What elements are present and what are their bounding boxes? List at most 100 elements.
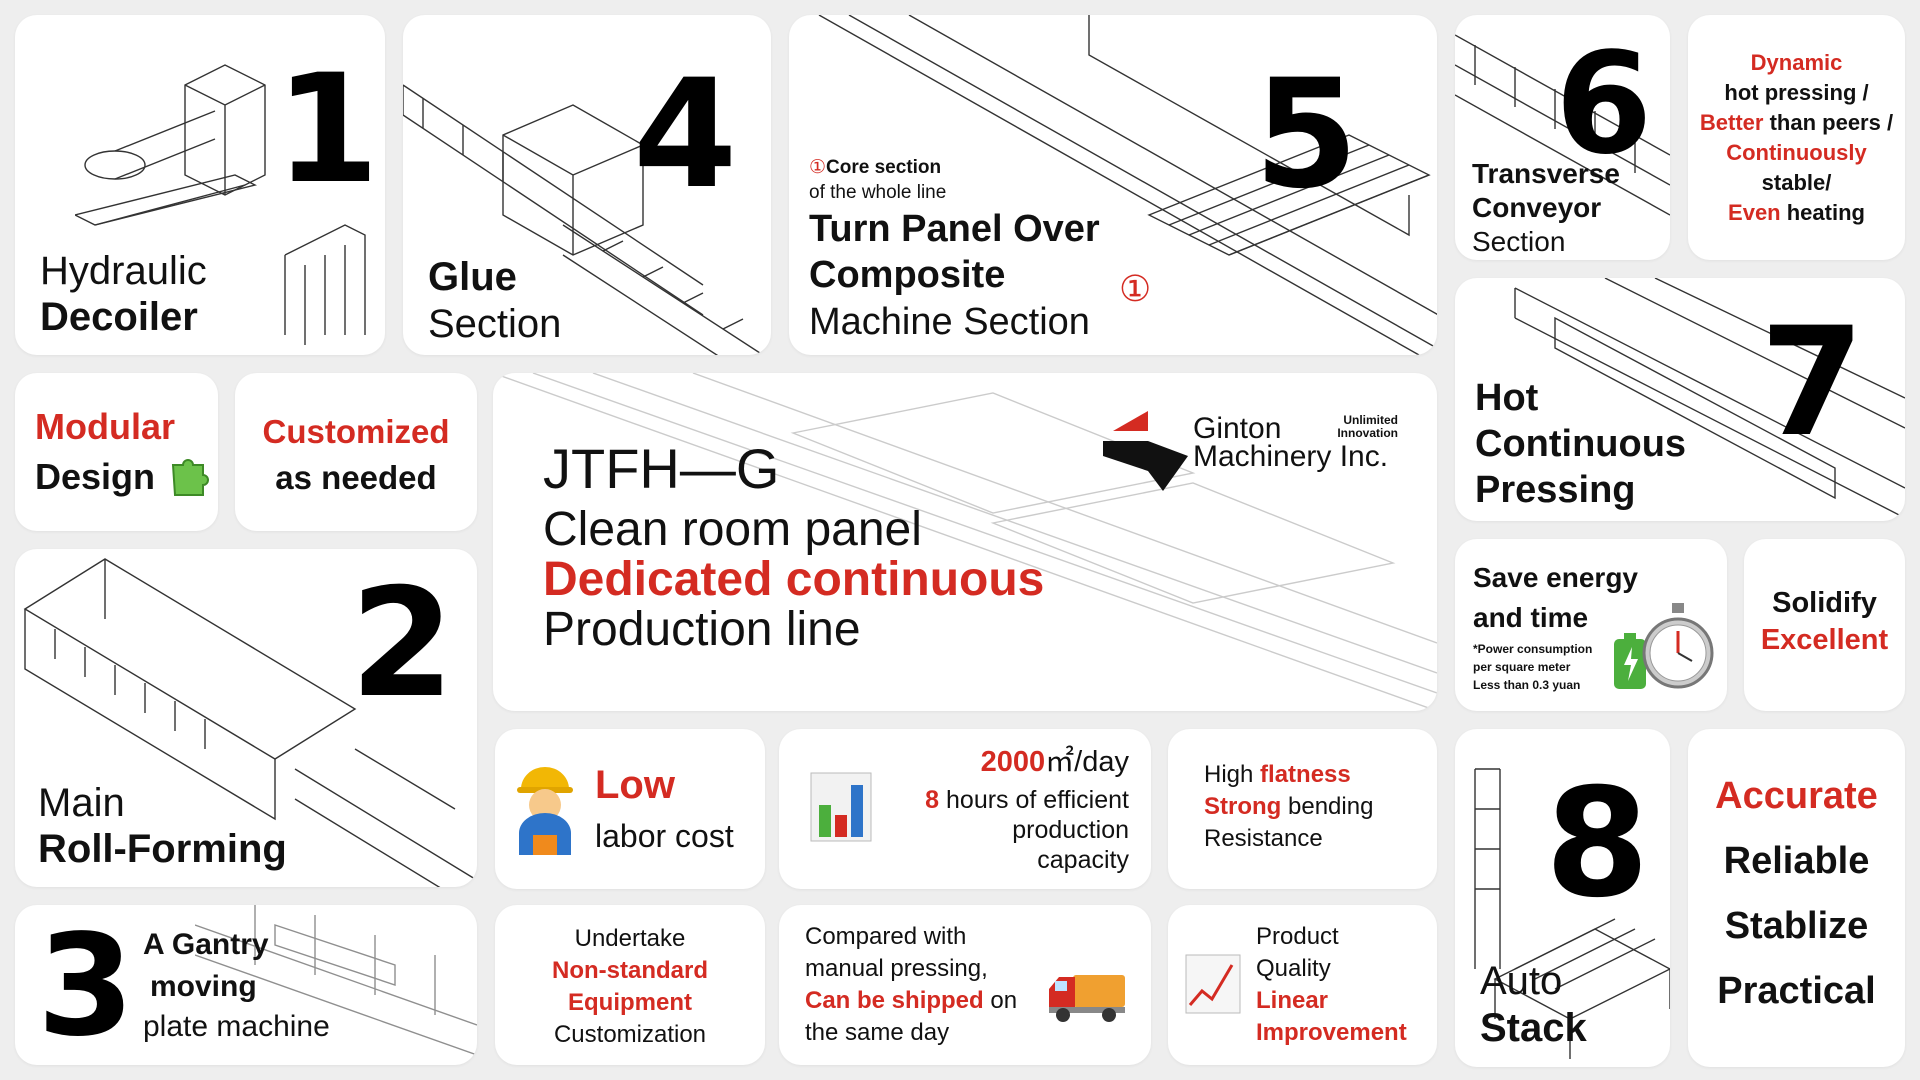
nonstandard-line2: Non-standard: [552, 957, 708, 984]
model-number: JTFH—G: [543, 437, 780, 500]
label-line2: Composite: [809, 254, 1006, 296]
step-number: 3: [37, 905, 135, 1065]
nonstandard-line1: Undertake: [574, 925, 686, 952]
battery-icon: [1614, 633, 1646, 689]
capacity-line2: 8 hours of efficient: [925, 786, 1129, 814]
accurate-line1: Accurate: [1715, 775, 1878, 817]
card-turn-panel: 5 ①Core section of the whole line Turn P…: [789, 15, 1437, 355]
slogan-line2: Innovation: [1337, 426, 1398, 440]
low-line1: Low: [595, 763, 675, 807]
label-line1: Hot: [1475, 377, 1539, 419]
modular-line1: Modular: [35, 406, 175, 447]
quality-line4: Improvement: [1256, 1019, 1407, 1046]
label-line2: Roll-Forming: [38, 827, 287, 871]
hero-line1: Clean room panel: [543, 503, 922, 556]
dynamic-line6: Even heating: [1728, 200, 1865, 225]
dynamic-line1: Dynamic: [1750, 50, 1843, 75]
core-section-note: ①Core section: [809, 157, 942, 178]
save-line1: Save energy: [1473, 562, 1638, 593]
card-glue-section: 4 Glue Section: [403, 15, 771, 355]
stacker-illustration: [1474, 768, 1670, 1059]
circled-mark: ①: [1119, 268, 1152, 309]
core-subnote: of the whole line: [809, 182, 947, 203]
brand-name: Ginton: [1193, 412, 1282, 445]
label-line2: Conveyor: [1472, 192, 1602, 223]
capacity-line1: 2000㎡/day: [980, 746, 1129, 778]
gantry-line2: moving: [150, 970, 257, 1003]
save-note3: Less than 0.3 yuan: [1473, 678, 1581, 692]
accurate-line3: Stablize: [1724, 905, 1869, 947]
slogan-line1: Unlimited: [1343, 413, 1398, 427]
step-number: 7: [1760, 296, 1865, 470]
turnover-illustration: [818, 15, 1437, 355]
card-product-quality: Product Quality Linear Improvement: [1168, 905, 1437, 1065]
flatness-line3: Resistance: [1204, 825, 1323, 852]
capacity-line3: production: [1012, 816, 1129, 844]
card-transverse-conveyor: 6 Transverse Conveyor Section: [1455, 15, 1670, 260]
line-chart-icon: [1185, 954, 1241, 1014]
nonstandard-line4: Customization: [553, 1021, 707, 1048]
label-line3: Section: [1472, 226, 1566, 257]
card-flatness: High flatness Strong bending Resistance: [1168, 729, 1437, 889]
glue-illustration: [403, 84, 764, 355]
customized-line1: Customized: [262, 413, 450, 450]
dynamic-line3: Better than peers /: [1699, 110, 1894, 135]
save-line2: and time: [1473, 602, 1589, 633]
stopwatch-icon: [1642, 603, 1714, 689]
step-number: 2: [350, 557, 455, 731]
nonstandard-line3: Equipment: [568, 989, 692, 1016]
card-hydraulic-decoiler: 1 Hydraulic Decoiler: [15, 15, 385, 355]
hero-line3: Production line: [543, 603, 861, 656]
card-save-energy: Save energy and time *Power consumption …: [1455, 539, 1727, 711]
label-line1: Turn Panel Over: [809, 208, 1100, 250]
roll-forming-illustration: [23, 558, 476, 887]
quality-line3: Linear: [1256, 987, 1329, 1014]
card-dynamic-pressing: Dynamic hot pressing / Better than peers…: [1688, 15, 1905, 260]
step-number: 1: [275, 43, 380, 217]
shipping-line3: Can be shipped on: [805, 987, 1018, 1014]
worker-icon: [517, 767, 573, 855]
label-line1: Glue: [428, 255, 517, 299]
step-number: 4: [633, 48, 738, 222]
label-line1: Main: [38, 781, 125, 825]
card-solidify: Solidify Excellent: [1744, 539, 1905, 711]
label-line3: Machine Section: [809, 301, 1090, 343]
quality-line1: Product: [1256, 923, 1339, 950]
accurate-line4: Practical: [1717, 970, 1876, 1012]
flatness-line1: High flatness: [1204, 761, 1351, 788]
card-shipping: Compared with manual pressing, Can be sh…: [779, 905, 1151, 1065]
save-note1: *Power consumption: [1473, 642, 1593, 656]
accurate-line2: Reliable: [1723, 840, 1870, 882]
ginton-logo: [1103, 411, 1188, 491]
card-roll-forming: 2 Main Roll-Forming: [15, 549, 477, 887]
shipping-line1: Compared with: [805, 923, 967, 950]
card-auto-stack: 8 Auto Stack: [1455, 729, 1670, 1067]
shipping-line2: manual pressing,: [805, 955, 988, 982]
shipping-line4: the same day: [805, 1019, 950, 1046]
capacity-line4: capacity: [1037, 846, 1129, 874]
step-number: 6: [1555, 23, 1653, 186]
label-line2: Section: [428, 302, 562, 346]
card-non-standard: Undertake Non-standard Equipment Customi…: [495, 905, 765, 1065]
label-line1: Auto: [1480, 959, 1563, 1003]
quality-line2: Quality: [1256, 955, 1331, 982]
truck-icon: [1049, 975, 1125, 1022]
solidify-line1: Solidify: [1772, 587, 1877, 619]
gantry-line1: A Gantry: [143, 928, 269, 961]
step-number: 5: [1254, 48, 1359, 222]
dynamic-line2: hot pressing /: [1724, 80, 1869, 105]
flatness-line2: Strong bending: [1204, 793, 1374, 820]
step-number: 8: [1545, 757, 1650, 931]
conveyor-illustration: [1455, 34, 1670, 216]
decoiler-illustration: [75, 64, 366, 345]
hero-background-illustration: [493, 373, 1437, 711]
save-note2: per square meter: [1473, 660, 1571, 674]
dynamic-line5: stable/: [1761, 170, 1832, 195]
puzzle-icon: [171, 459, 209, 496]
card-accurate: Accurate Reliable Stablize Practical: [1688, 729, 1905, 1067]
card-low-labor: Low labor cost: [495, 729, 765, 889]
card-modular-design: Modular Design: [15, 373, 218, 531]
label-line2: Stack: [1480, 1006, 1587, 1050]
card-hot-pressing: 7 Hot Continuous Pressing: [1455, 278, 1905, 521]
label-line2: Continuous: [1475, 423, 1687, 465]
